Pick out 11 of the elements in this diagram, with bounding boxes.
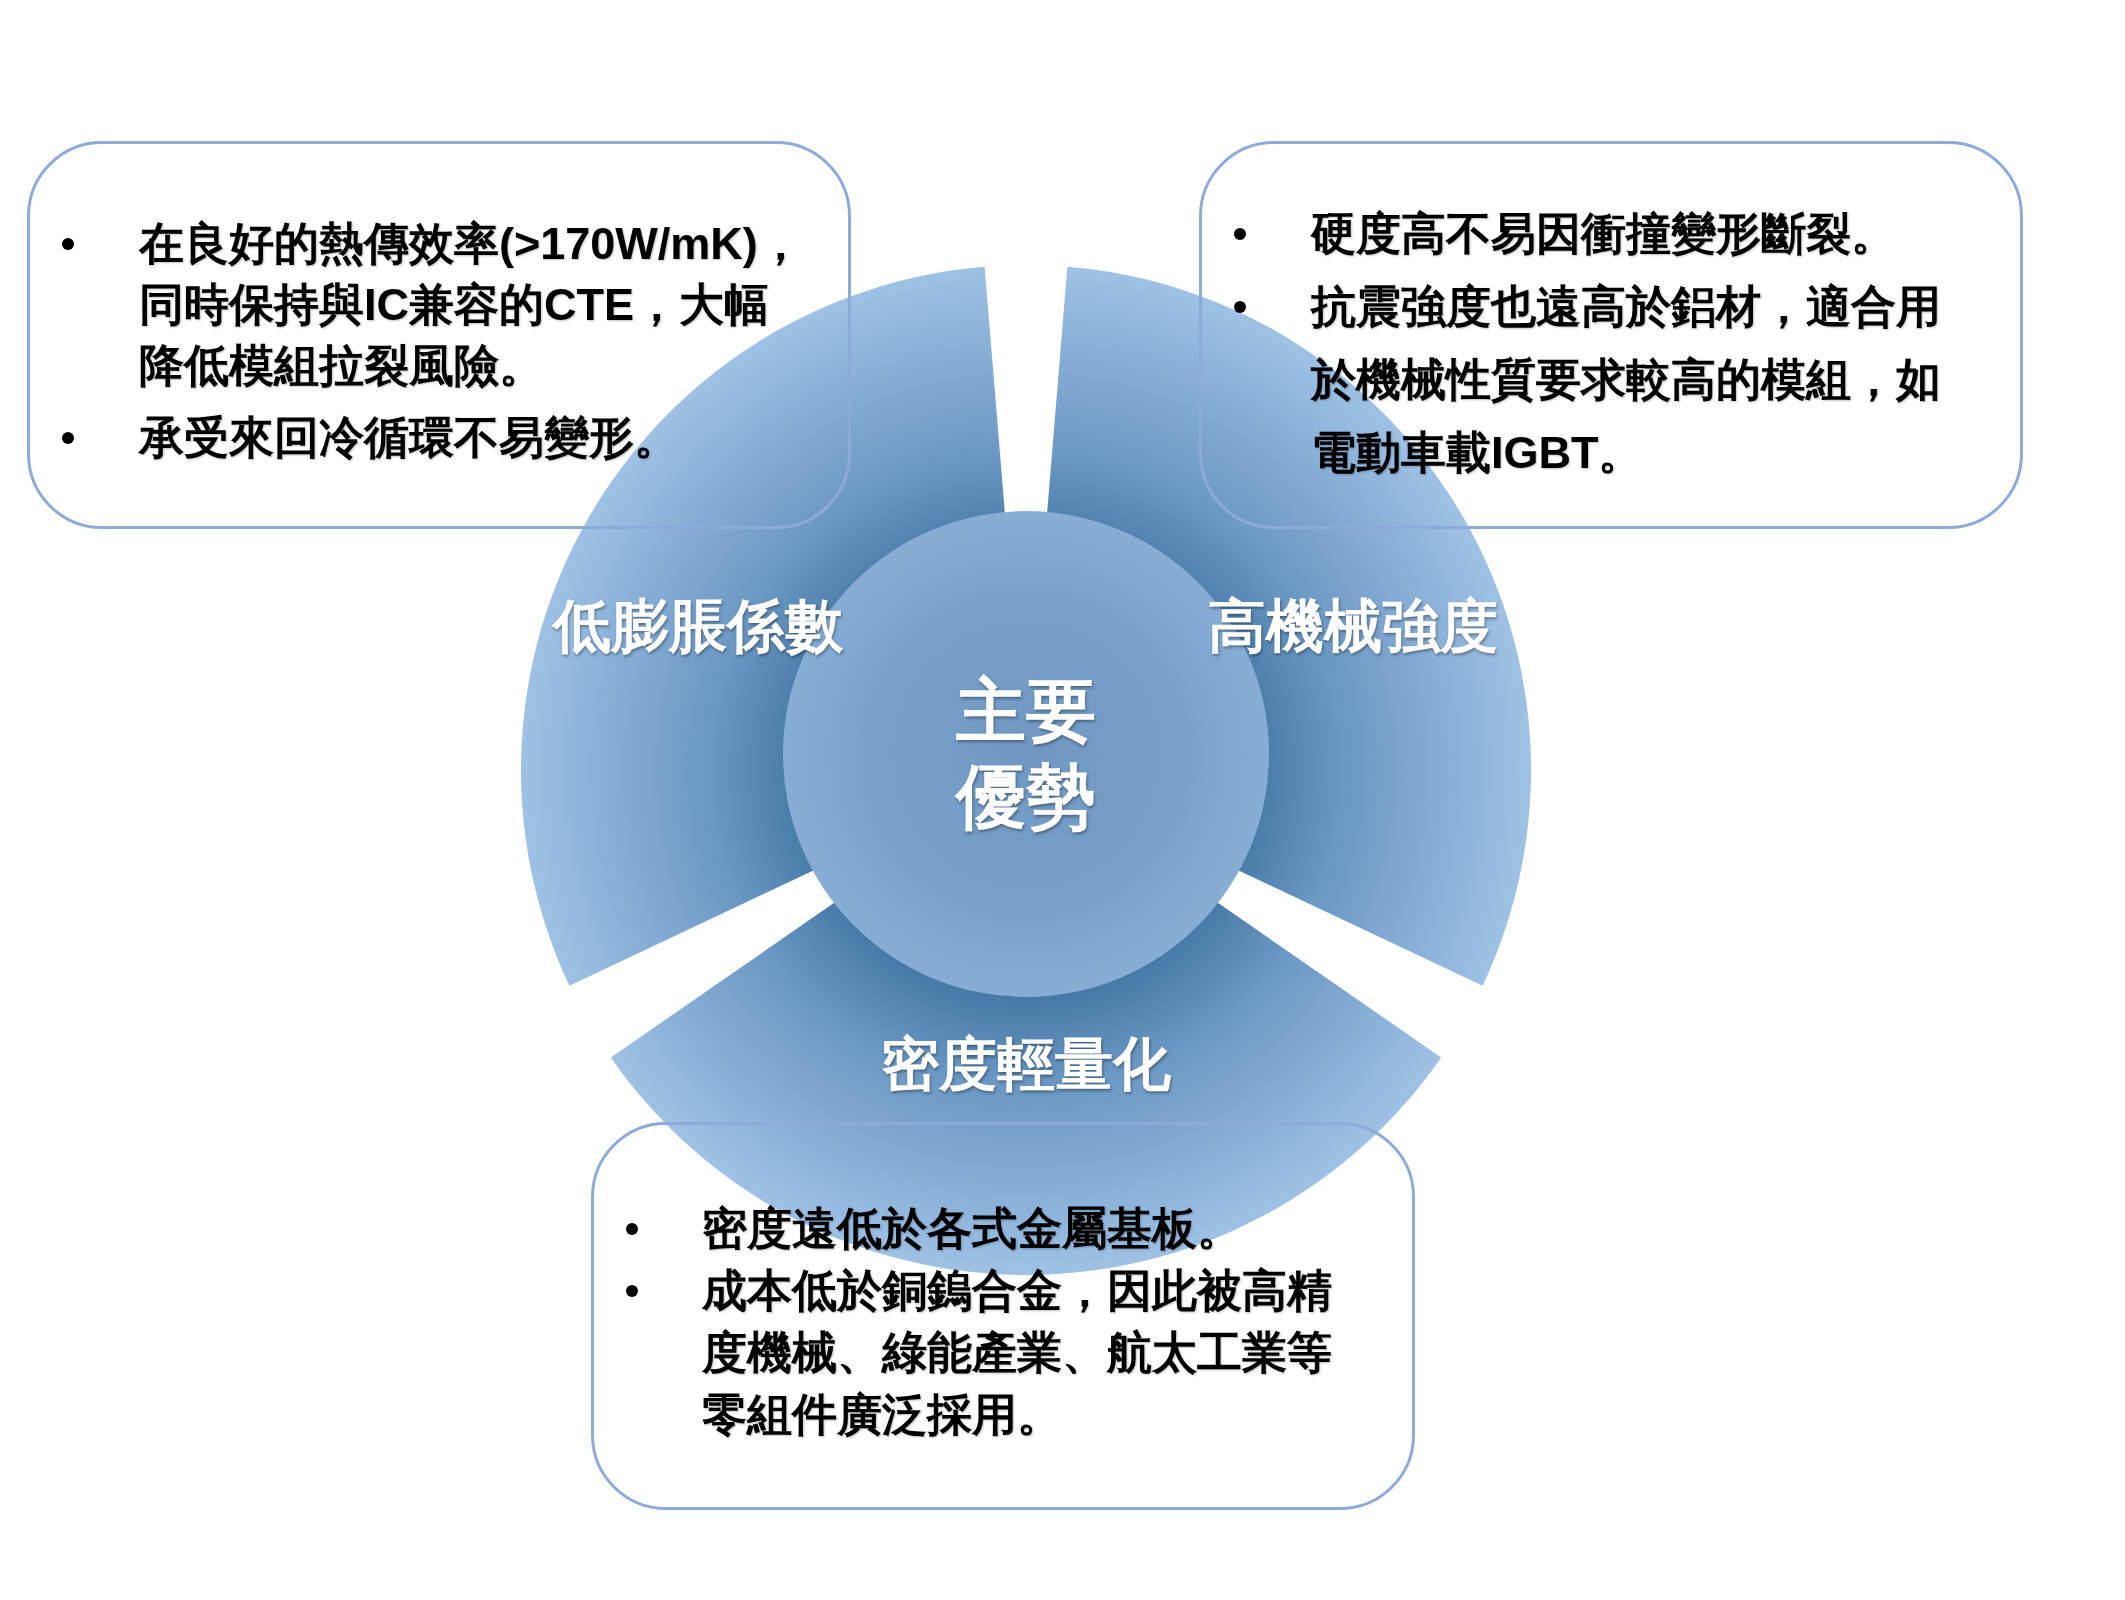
bullet-text: 硬度高不易因衝撞變形斷裂。	[1311, 207, 1897, 261]
info-panel	[591, 1122, 1415, 1510]
bullet-text: 在良好的熱傳效率(>170W/mK)，同時保持與IC兼容的CTE，大幅降低模組拉裂風險。	[139, 217, 804, 393]
segment-label: 低膨脹係數	[553, 592, 843, 660]
segment-label: 密度輕量化	[881, 1030, 1171, 1098]
bullet-text: 成本低於銅鎢合金，因此被高精度機械、綠能產業、航太工業等零組件廣泛採用。	[702, 1264, 1333, 1442]
center-label: 主要優勢	[953, 671, 1097, 838]
bullet-text: 密度遠低於各式金屬基板。	[702, 1202, 1243, 1256]
bullet-text: 承受來回冷循環不易變形。	[139, 411, 680, 465]
segment-label: 高機械強度	[1208, 592, 1498, 660]
bullet-text: 抗震強度也遠高於鋁材，適合用於機械性質要求較高的模組，如電動車載IGBT。	[1311, 280, 1942, 480]
